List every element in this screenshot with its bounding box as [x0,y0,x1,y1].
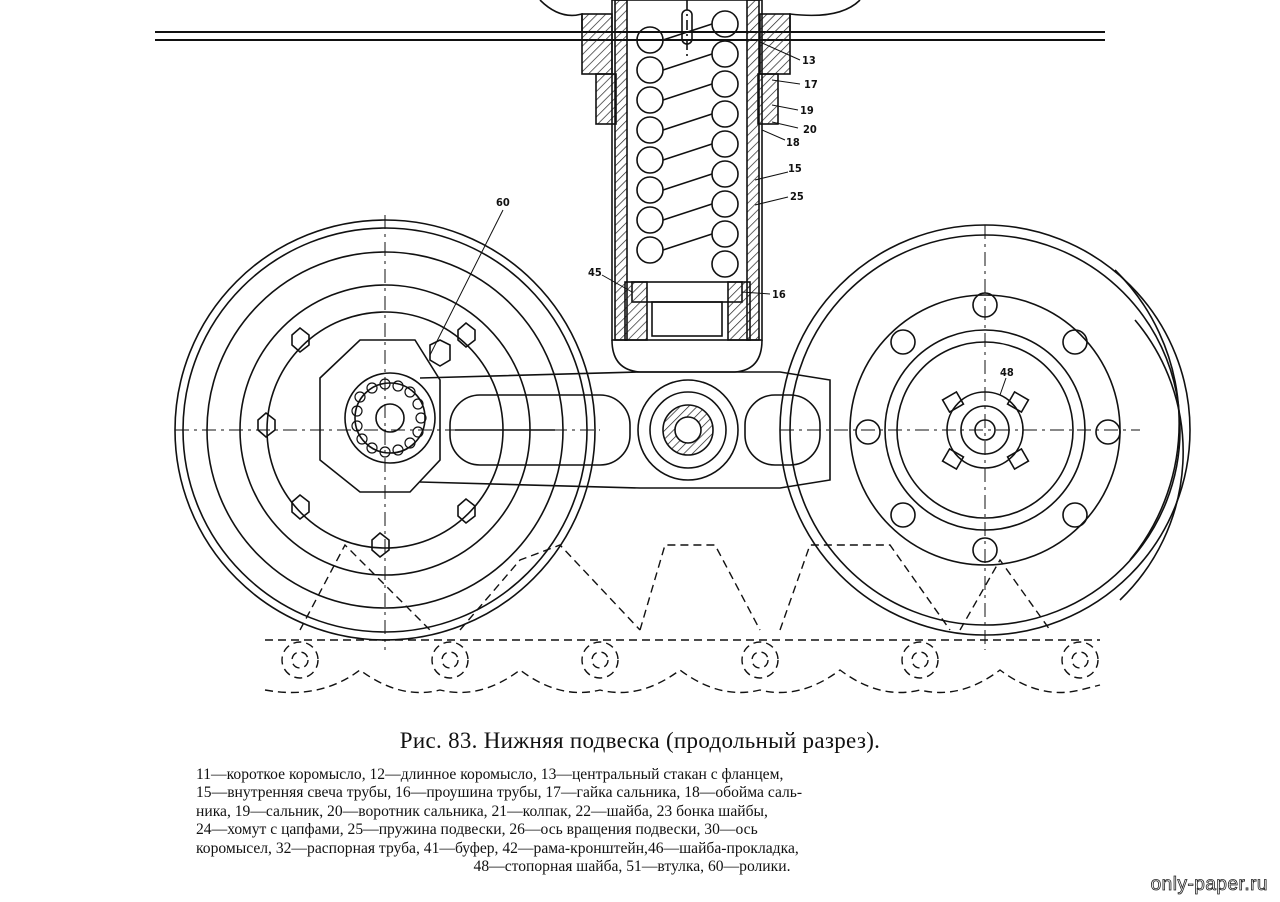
callout-leaders [429,41,1007,396]
legend-line: 48—стопорная шайба, 51—втулка, 60—ролики… [473,858,791,876]
callout-60: 60 [496,196,510,209]
callout-13: 13 [802,54,816,67]
callout-48: 48 [1000,366,1014,379]
figure-caption: Рис. 83. Нижняя подвеска (продольный раз… [399,728,881,753]
figure-legend: 11—короткое коромысло, 12—длинное коромы… [196,766,1068,876]
hull-floor-line [155,31,1105,41]
callout-19: 19 [800,104,814,117]
legend-line: коромысел, 32—распорная труба, 41—буфер,… [196,839,799,857]
tube-eye [611,281,763,373]
callout-17: 17 [804,78,818,91]
site-watermark: only-paper.ru [1150,874,1268,896]
track-chain [264,543,1101,694]
suspension-spring [636,10,739,278]
central-pivot [637,379,739,481]
legend-line: 11—короткое коромысло, 12—длинное коромы… [196,766,784,783]
left-road-wheel [174,215,600,650]
callout-25: 25 [790,190,804,203]
spring-tube [611,0,763,341]
central-cup-flange [539,0,861,125]
legend-line: 24—хомут с цапфами, 25—пружина подвески,… [196,821,758,839]
callout-labels: 60 13 17 19 20 18 15 25 45 16 48 [496,54,1014,379]
right-road-wheel [779,224,1191,650]
legend-line: 15—внутренняя свеча трубы, 16—проушина т… [196,784,803,802]
legend-line: ника, 19—сальник, 20—воротник сальника, … [196,802,768,820]
callout-16: 16 [772,288,786,301]
callout-45: 45 [588,266,602,279]
suspension-cross-section-drawing: 60 13 17 19 20 18 15 25 45 16 48 [155,0,1191,694]
right-wheel-bolts [855,292,1121,563]
callout-15: 15 [788,162,802,175]
balancer-arm [419,371,831,489]
callout-20: 20 [803,123,817,136]
callout-18: 18 [786,136,800,149]
